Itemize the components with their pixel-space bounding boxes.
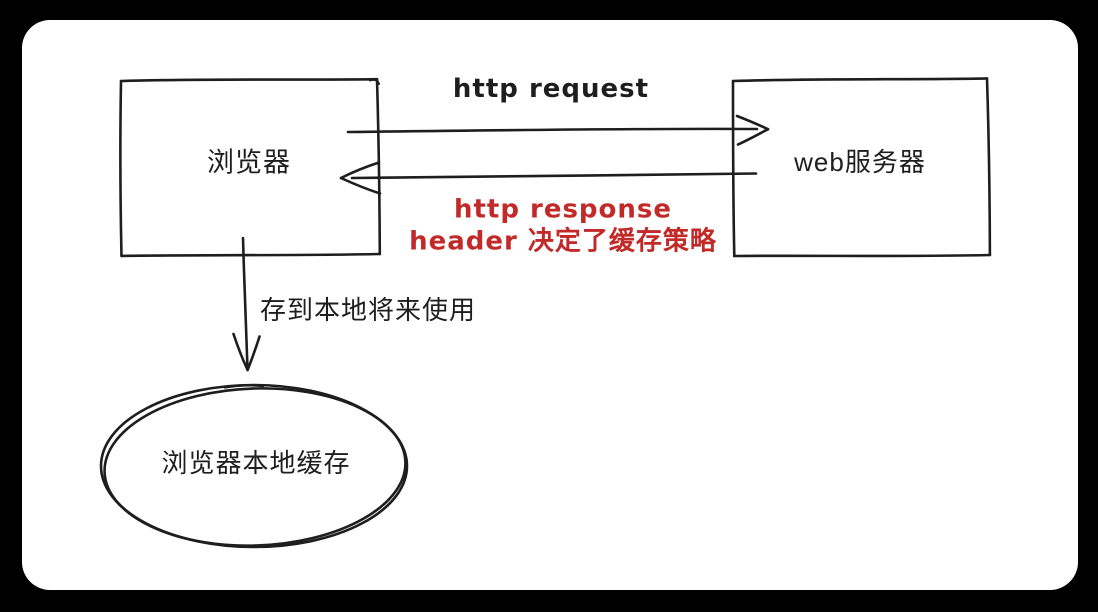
response-label-line2: header 决定了缓存策略 (409, 226, 717, 256)
whiteboard-canvas (22, 20, 1078, 590)
cache-ellipse-shape (99, 383, 409, 549)
request-arrow (346, 114, 770, 146)
save-arrow-label: 存到本地将来使用 (259, 295, 477, 326)
save-arrow (232, 236, 261, 372)
browser-box-shape (119, 77, 382, 258)
cache-ellipse-label: 浏览器本地缓存 (161, 448, 351, 479)
server-box-shape (731, 77, 992, 258)
response-arrow-label: http response header 决定了缓存策略 (409, 194, 717, 257)
browser-box-label: 浏览器 (207, 147, 291, 178)
response-arrow (339, 161, 758, 195)
response-label-line1: http response (453, 194, 673, 225)
request-arrow-label: http request (452, 74, 650, 105)
server-box-label: web服务器 (794, 147, 926, 178)
